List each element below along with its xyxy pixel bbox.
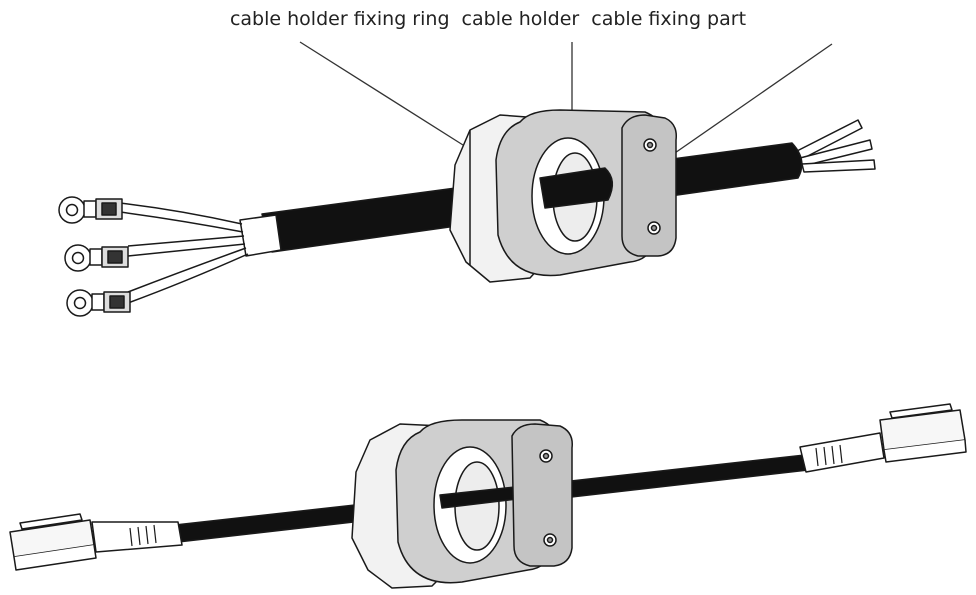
cable-sleeve — [239, 214, 282, 257]
ring-terminal — [64, 244, 129, 272]
ring-terminal — [58, 196, 123, 224]
label-cable-holder-fixing-ring: cable holder fixing ring — [229, 8, 450, 30]
label-cable-fixing-part: cable fixing part — [591, 8, 747, 30]
leader-line-ring — [299, 41, 464, 146]
bare-wires — [794, 119, 876, 173]
cable-fixing-part — [621, 114, 678, 257]
top-assembly — [58, 109, 876, 317]
plug-connector — [9, 513, 183, 571]
lead-wires — [119, 202, 249, 304]
leader-line-fixing-part — [671, 43, 833, 156]
bottom-assembly — [9, 403, 967, 589]
label-row: cable holder fixing ring cable holder ca… — [0, 8, 976, 30]
bottom-cable-fixing-part — [511, 423, 573, 567]
label-cable-holder: cable holder — [461, 8, 580, 30]
plug-connector — [799, 403, 967, 473]
ring-terminal — [66, 289, 131, 317]
